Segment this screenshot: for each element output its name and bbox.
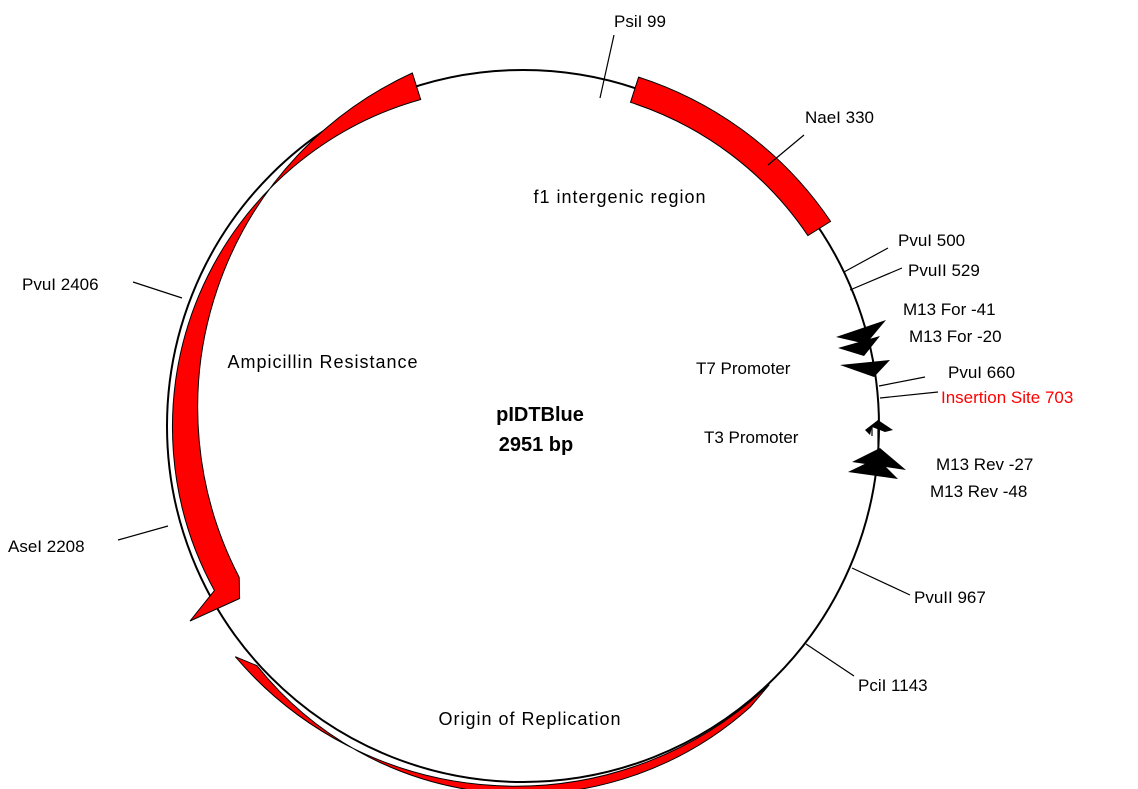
- f1-intergenic-region-label: f1 intergenic region: [533, 187, 706, 207]
- t7-promoter-label: T7 Promoter: [696, 359, 791, 378]
- insertion-site-label: Insertion Site 703: [941, 388, 1073, 407]
- t3-promoter-arrow: [865, 420, 893, 435]
- m13-rev-27-label: M13 Rev -27: [936, 455, 1033, 474]
- site-pcii-label: PciI 1143: [858, 676, 928, 695]
- site-pvui-660-label: PvuI 660: [948, 363, 1015, 382]
- site-ticks: [117, 34, 939, 677]
- t7-promoter-arrow: [840, 360, 890, 377]
- origin-of-replication-label: Origin of Replication: [438, 709, 621, 729]
- site-pvuii-967-label: PvuII 967: [914, 588, 986, 607]
- site-pvui-500-label: PvuI 500: [898, 231, 965, 250]
- site-psii-label: PsiI 99: [614, 12, 666, 31]
- m13-rev-27-arrow: [852, 448, 906, 470]
- plasmid-size: 2951 bp: [499, 434, 573, 456]
- primer-arrows: [836, 320, 906, 479]
- m13-for-20-label: M13 For -20: [909, 327, 1002, 346]
- m13-rev-48-arrow: [848, 458, 898, 479]
- f1-intergenic-region-arc: [629, 76, 832, 237]
- site-naei-label: NaeI 330: [805, 108, 874, 127]
- site-pvuii-529-label: PvuII 529: [908, 261, 980, 280]
- origin-of-replication-arc: [234, 656, 770, 789]
- site-asei-label: AseI 2208: [8, 537, 85, 556]
- t3-promoter-label: T3 Promoter: [704, 428, 799, 447]
- m13-for-41-arrow: [836, 320, 886, 344]
- plasmid-name: pIDTBlue: [496, 404, 584, 426]
- site-pvui-2406-label: PvuI 2406: [22, 275, 99, 294]
- ampicillin-resistance-label: Ampicillin Resistance: [227, 352, 418, 372]
- m13-for-41-label: M13 For -41: [903, 300, 996, 319]
- ampicillin-resistance-arc: [171, 72, 422, 622]
- m13-for-20-arrow: [838, 336, 880, 356]
- m13-rev-48-label: M13 Rev -48: [930, 482, 1027, 501]
